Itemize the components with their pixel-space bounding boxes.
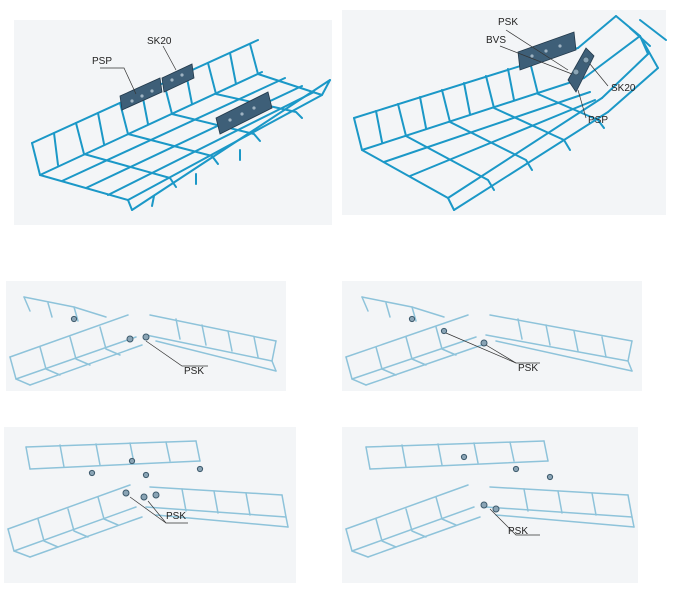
tee-b-psk-label: PSK: [518, 363, 539, 374]
cross-a-tray: [7, 440, 289, 558]
tee-joint-b-illustration: [342, 281, 642, 391]
sk20-leader-2: [589, 63, 609, 87]
tee-b-bolt-1: [408, 315, 416, 323]
vertical-joint-illustration: [342, 10, 667, 215]
bvs-leader: [499, 45, 573, 75]
sk20-label-2: SK20: [611, 83, 636, 94]
tee-b-bolt-3: [480, 339, 488, 347]
cross-a-psk-label: PSK: [166, 511, 187, 522]
cross-a-bolt-3: [142, 471, 150, 479]
psp-plate-group: [119, 63, 273, 135]
cross-joint-b-panel: PSK: [340, 425, 679, 592]
sk20-label: SK20: [147, 36, 172, 47]
tee-joint-a-panel: PSK: [0, 275, 340, 400]
cross-a-connectors: [88, 457, 204, 501]
cross-b-bolt-1: [460, 453, 468, 461]
cross-b-bolt-4: [480, 501, 488, 509]
cross-b-connectors: [460, 453, 554, 513]
cross-a-psk-leader-2: [129, 496, 167, 524]
tee-b-tray: [345, 296, 633, 386]
cross-a-bolt-2: [128, 457, 136, 465]
cross-b-bolt-3: [546, 473, 554, 481]
tee-a-bolt-2: [126, 335, 134, 343]
tee-b-psk-leader-2: [445, 332, 517, 364]
vertical-joint-panel: PSK BVS SK20 PSP: [340, 0, 679, 230]
psk-label: PSK: [498, 17, 519, 28]
sk20-plate: [161, 63, 195, 93]
sk20-bolt: [582, 56, 590, 64]
tee-a-tray: [9, 296, 277, 386]
tee-a-psk-leader: [145, 340, 208, 367]
cross-b-psk-leader: [489, 508, 540, 536]
psp-plate-left: [119, 77, 163, 111]
tee-joint-a-illustration: [6, 281, 286, 391]
cross-a-bolt-6: [140, 493, 148, 501]
cross-a-bolt-5: [122, 489, 130, 497]
cross-a-bolt-1: [88, 469, 96, 477]
cross-joint-b-illustration: [342, 427, 638, 583]
psp-plate-right: [215, 91, 273, 135]
cross-b-psk-label: PSK: [508, 526, 529, 537]
sk20-leader: [162, 45, 177, 71]
vertical-joint-tray: [353, 15, 667, 211]
psp-label-2: PSP: [588, 115, 609, 126]
bvs-bolt: [572, 68, 580, 76]
cross-joint-a-panel: PSK: [0, 425, 340, 592]
tee-joint-b-panel: PSK: [340, 275, 679, 400]
tee-b-connectors: [408, 315, 488, 347]
cross-a-backdrop: [4, 427, 296, 583]
cross-b-tray: [345, 440, 635, 558]
straight-joint-panel: PSP SK20: [0, 0, 340, 230]
tee-a-psk-label: PSK: [184, 366, 205, 377]
psp-leader: [100, 67, 137, 95]
cross-b-backdrop: [342, 427, 638, 583]
cross-a-bolt-4: [196, 465, 204, 473]
tee-a-connectors: [70, 315, 150, 343]
tee-a-bolt-3: [142, 333, 150, 341]
straight-joint-illustration: [14, 20, 332, 225]
psk-leader: [505, 29, 569, 71]
psp-label: PSP: [92, 56, 113, 67]
cross-b-bolt-2: [512, 465, 520, 473]
cross-joint-a-illustration: [4, 427, 296, 583]
cross-a-bolt-7: [152, 491, 160, 499]
psp-leader-2: [577, 89, 587, 119]
bvs-label: BVS: [486, 35, 507, 46]
cross-b-bolt-5: [492, 505, 500, 513]
tee-a-bolt-1: [70, 315, 78, 323]
tee-b-bolt-2: [440, 327, 448, 335]
straight-tray: [31, 39, 331, 211]
vertical-joint-plates: [517, 31, 595, 93]
straight-joint-backdrop: [14, 20, 332, 225]
